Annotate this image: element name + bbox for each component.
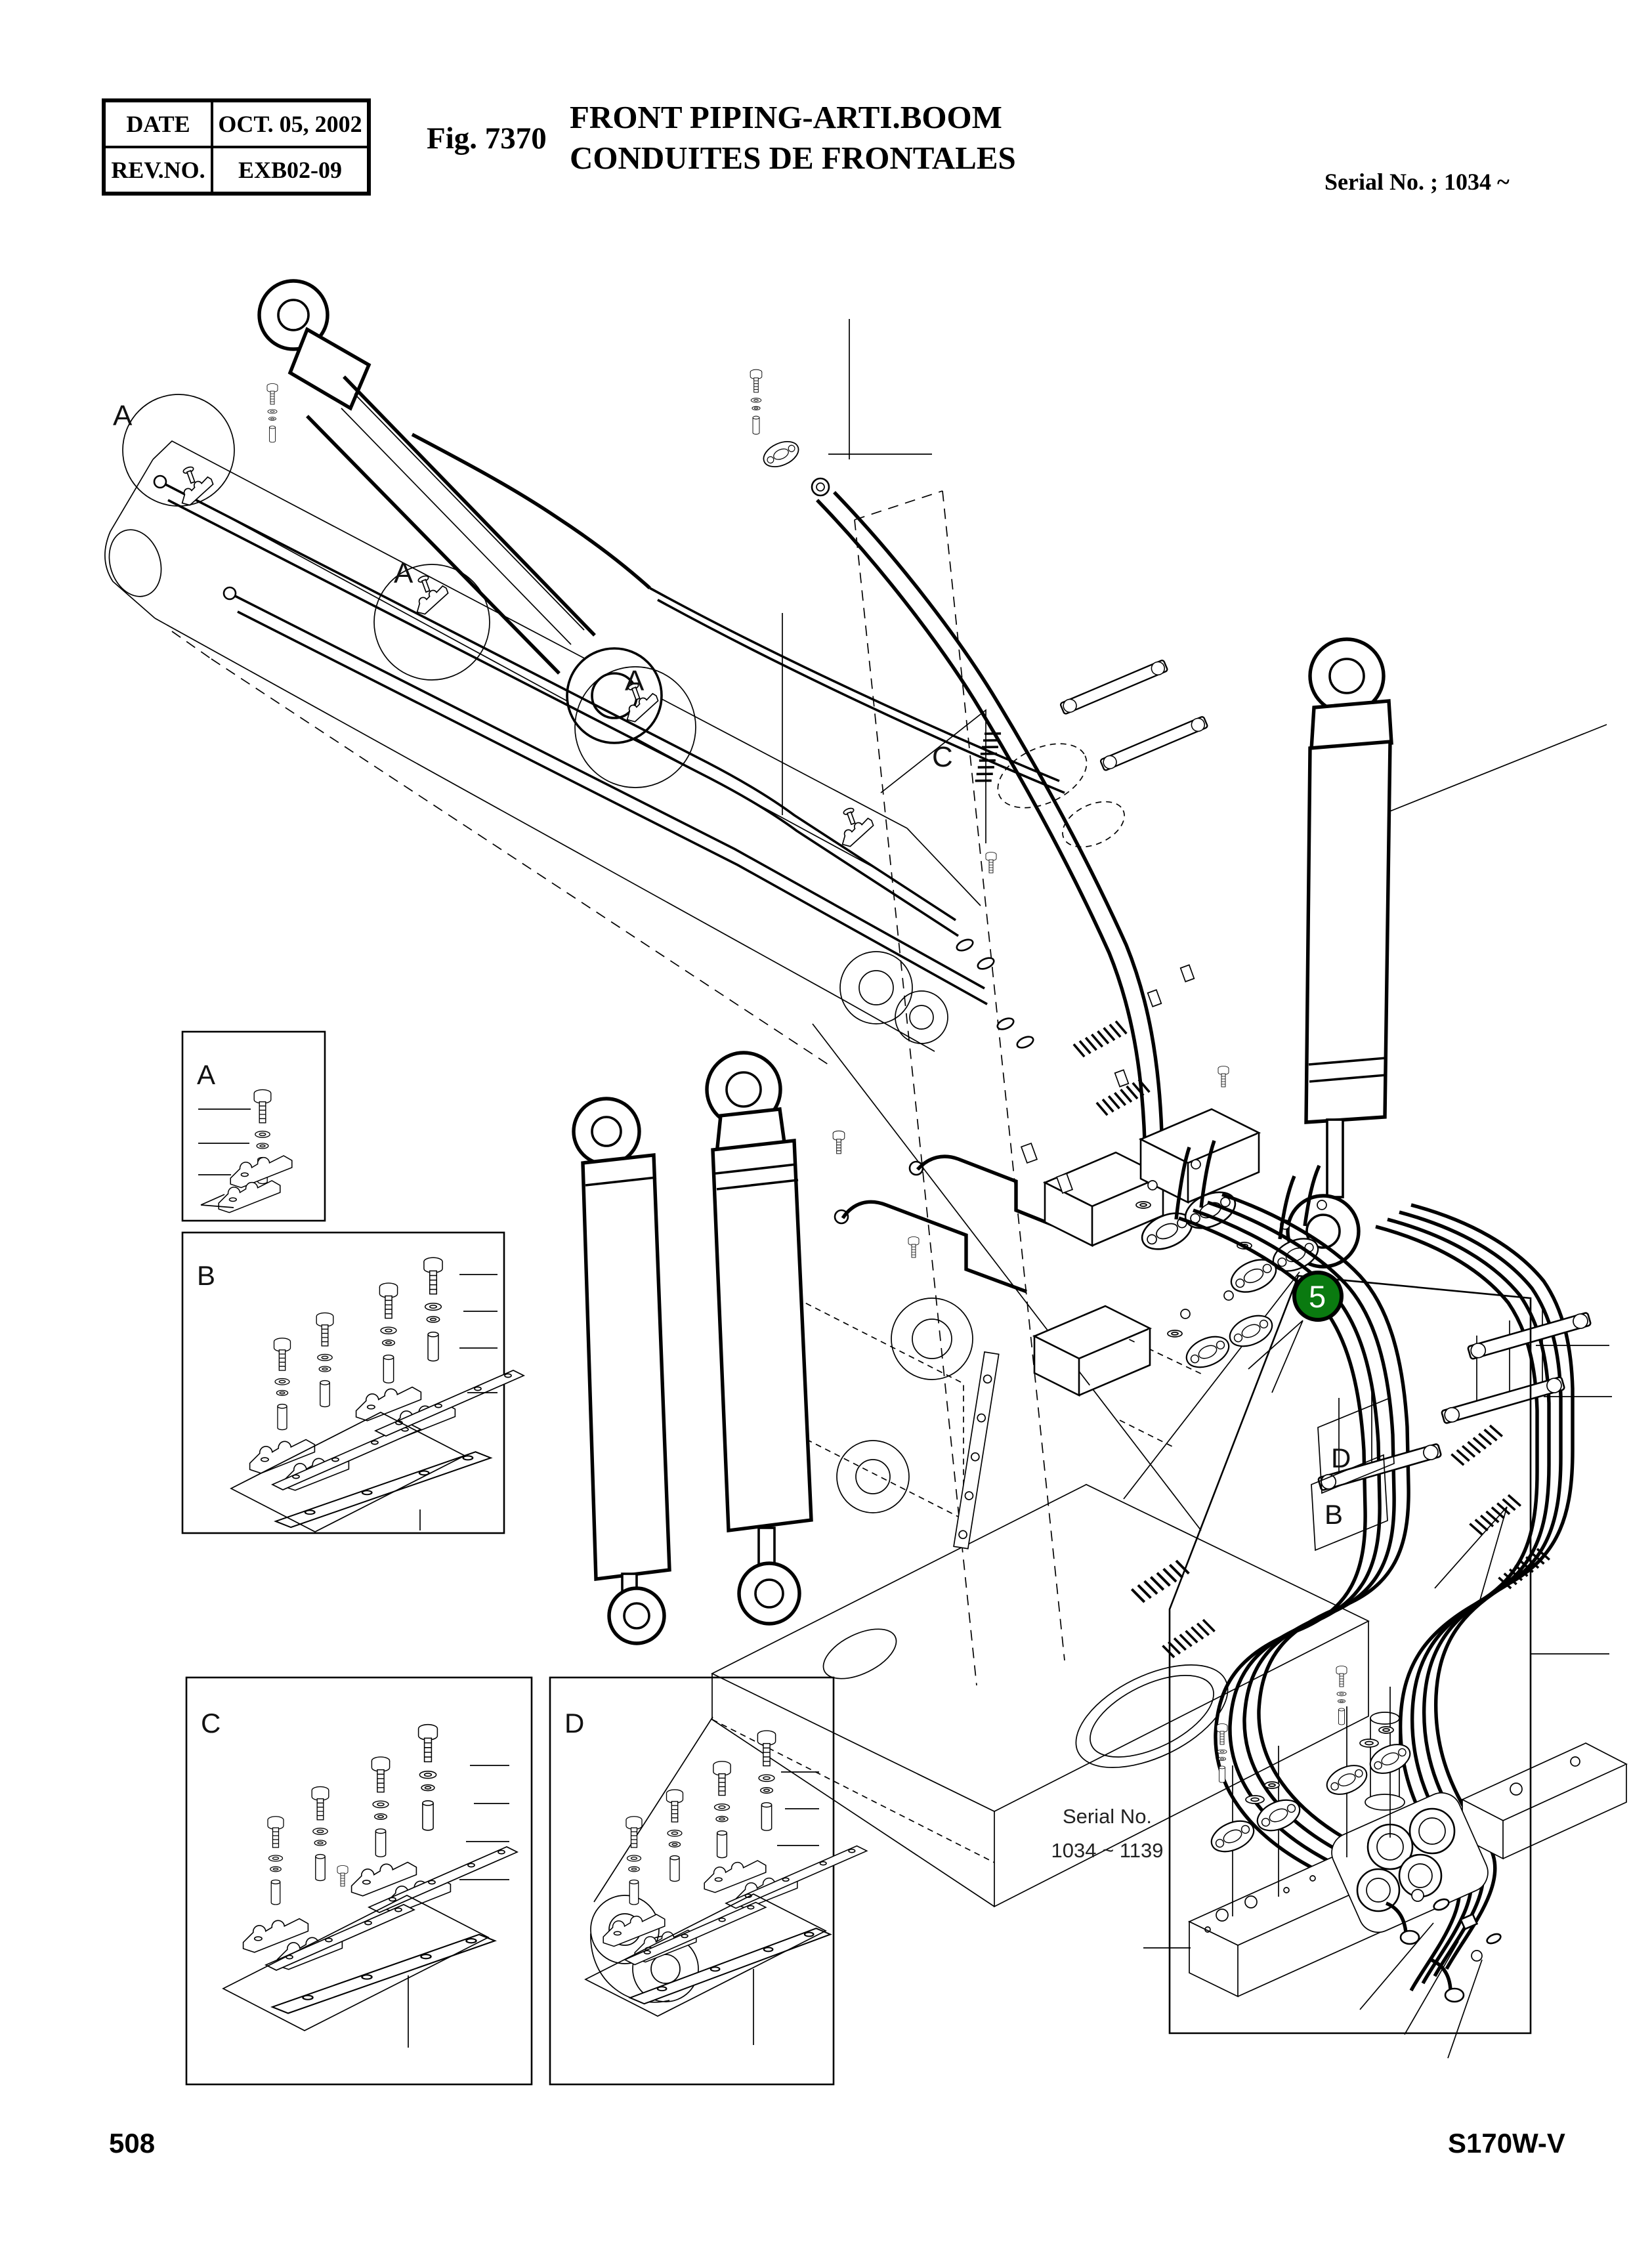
right-detail-box: D B Serial No. 1034 ~ 1139 [1051, 1275, 1532, 2035]
balloon-circle [1292, 1271, 1344, 1322]
detail-box-b: B [181, 1231, 524, 1534]
balloon-number: 5 [1309, 1279, 1326, 1314]
revision-table: DATE OCT. 05, 2002 REV.NO. EXB02-09 [102, 98, 371, 196]
callout-label-a2: A [394, 557, 413, 589]
section-c-marker: C [880, 709, 986, 843]
detail-box-c: C [185, 1676, 533, 2086]
cylinder-pipes [411, 369, 1209, 1141]
serial-range-line1: Serial No. [1063, 1805, 1152, 1828]
detail-box-d-label: D [564, 1708, 584, 1739]
table-row: DATE OCT. 05, 2002 [106, 102, 367, 146]
revno-label: REV.NO. [106, 148, 213, 192]
figure-number: Fig. 7370 [427, 121, 547, 156]
title-english: FRONT PIPING-ARTI.BOOM [570, 99, 1002, 135]
detail-box-c-label: C [201, 1708, 221, 1739]
valve-block [1143, 1666, 1628, 2059]
callout-label-a3: A [625, 665, 645, 697]
date-label: DATE [106, 102, 213, 146]
left-cylinders [572, 1051, 813, 1645]
revno-value: EXB02-09 [238, 157, 342, 183]
detail-box-b-label: B [197, 1260, 215, 1291]
section-label-b: B [1324, 1499, 1343, 1530]
detail-box-a: A [181, 1030, 326, 1222]
page-number: 508 [109, 2128, 156, 2159]
bucket-cylinder [257, 279, 663, 744]
leader-lines [782, 319, 1612, 1655]
title-french: CONDUITES DE FRONTALES [570, 140, 1016, 176]
detail-box-d: D [549, 1676, 868, 2086]
detail-box-a-label: A [197, 1059, 215, 1090]
part-balloon-5: 5 [1248, 1271, 1344, 1393]
detail-callout-circles: A A A [113, 394, 696, 788]
figure-title: FRONT PIPING-ARTI.BOOM CONDUITES DE FRON… [570, 97, 1016, 179]
model-code: S170W-V [1448, 2128, 1565, 2159]
callout-label-a1: A [113, 400, 133, 432]
arm-piping [153, 384, 1034, 1049]
serial-note: Serial No. ; 1034 ~ [1324, 169, 1510, 195]
manifold-assembly [832, 852, 1327, 1550]
date-value: OCT. 05, 2002 [218, 111, 362, 137]
section-label-d: D [1331, 1443, 1351, 1473]
section-label-c: C [932, 741, 953, 773]
table-row: REV.NO. EXB02-09 [106, 146, 367, 192]
serial-range-line2: 1034 ~ 1139 [1051, 1839, 1164, 1862]
right-cylinder [1286, 637, 1393, 1269]
